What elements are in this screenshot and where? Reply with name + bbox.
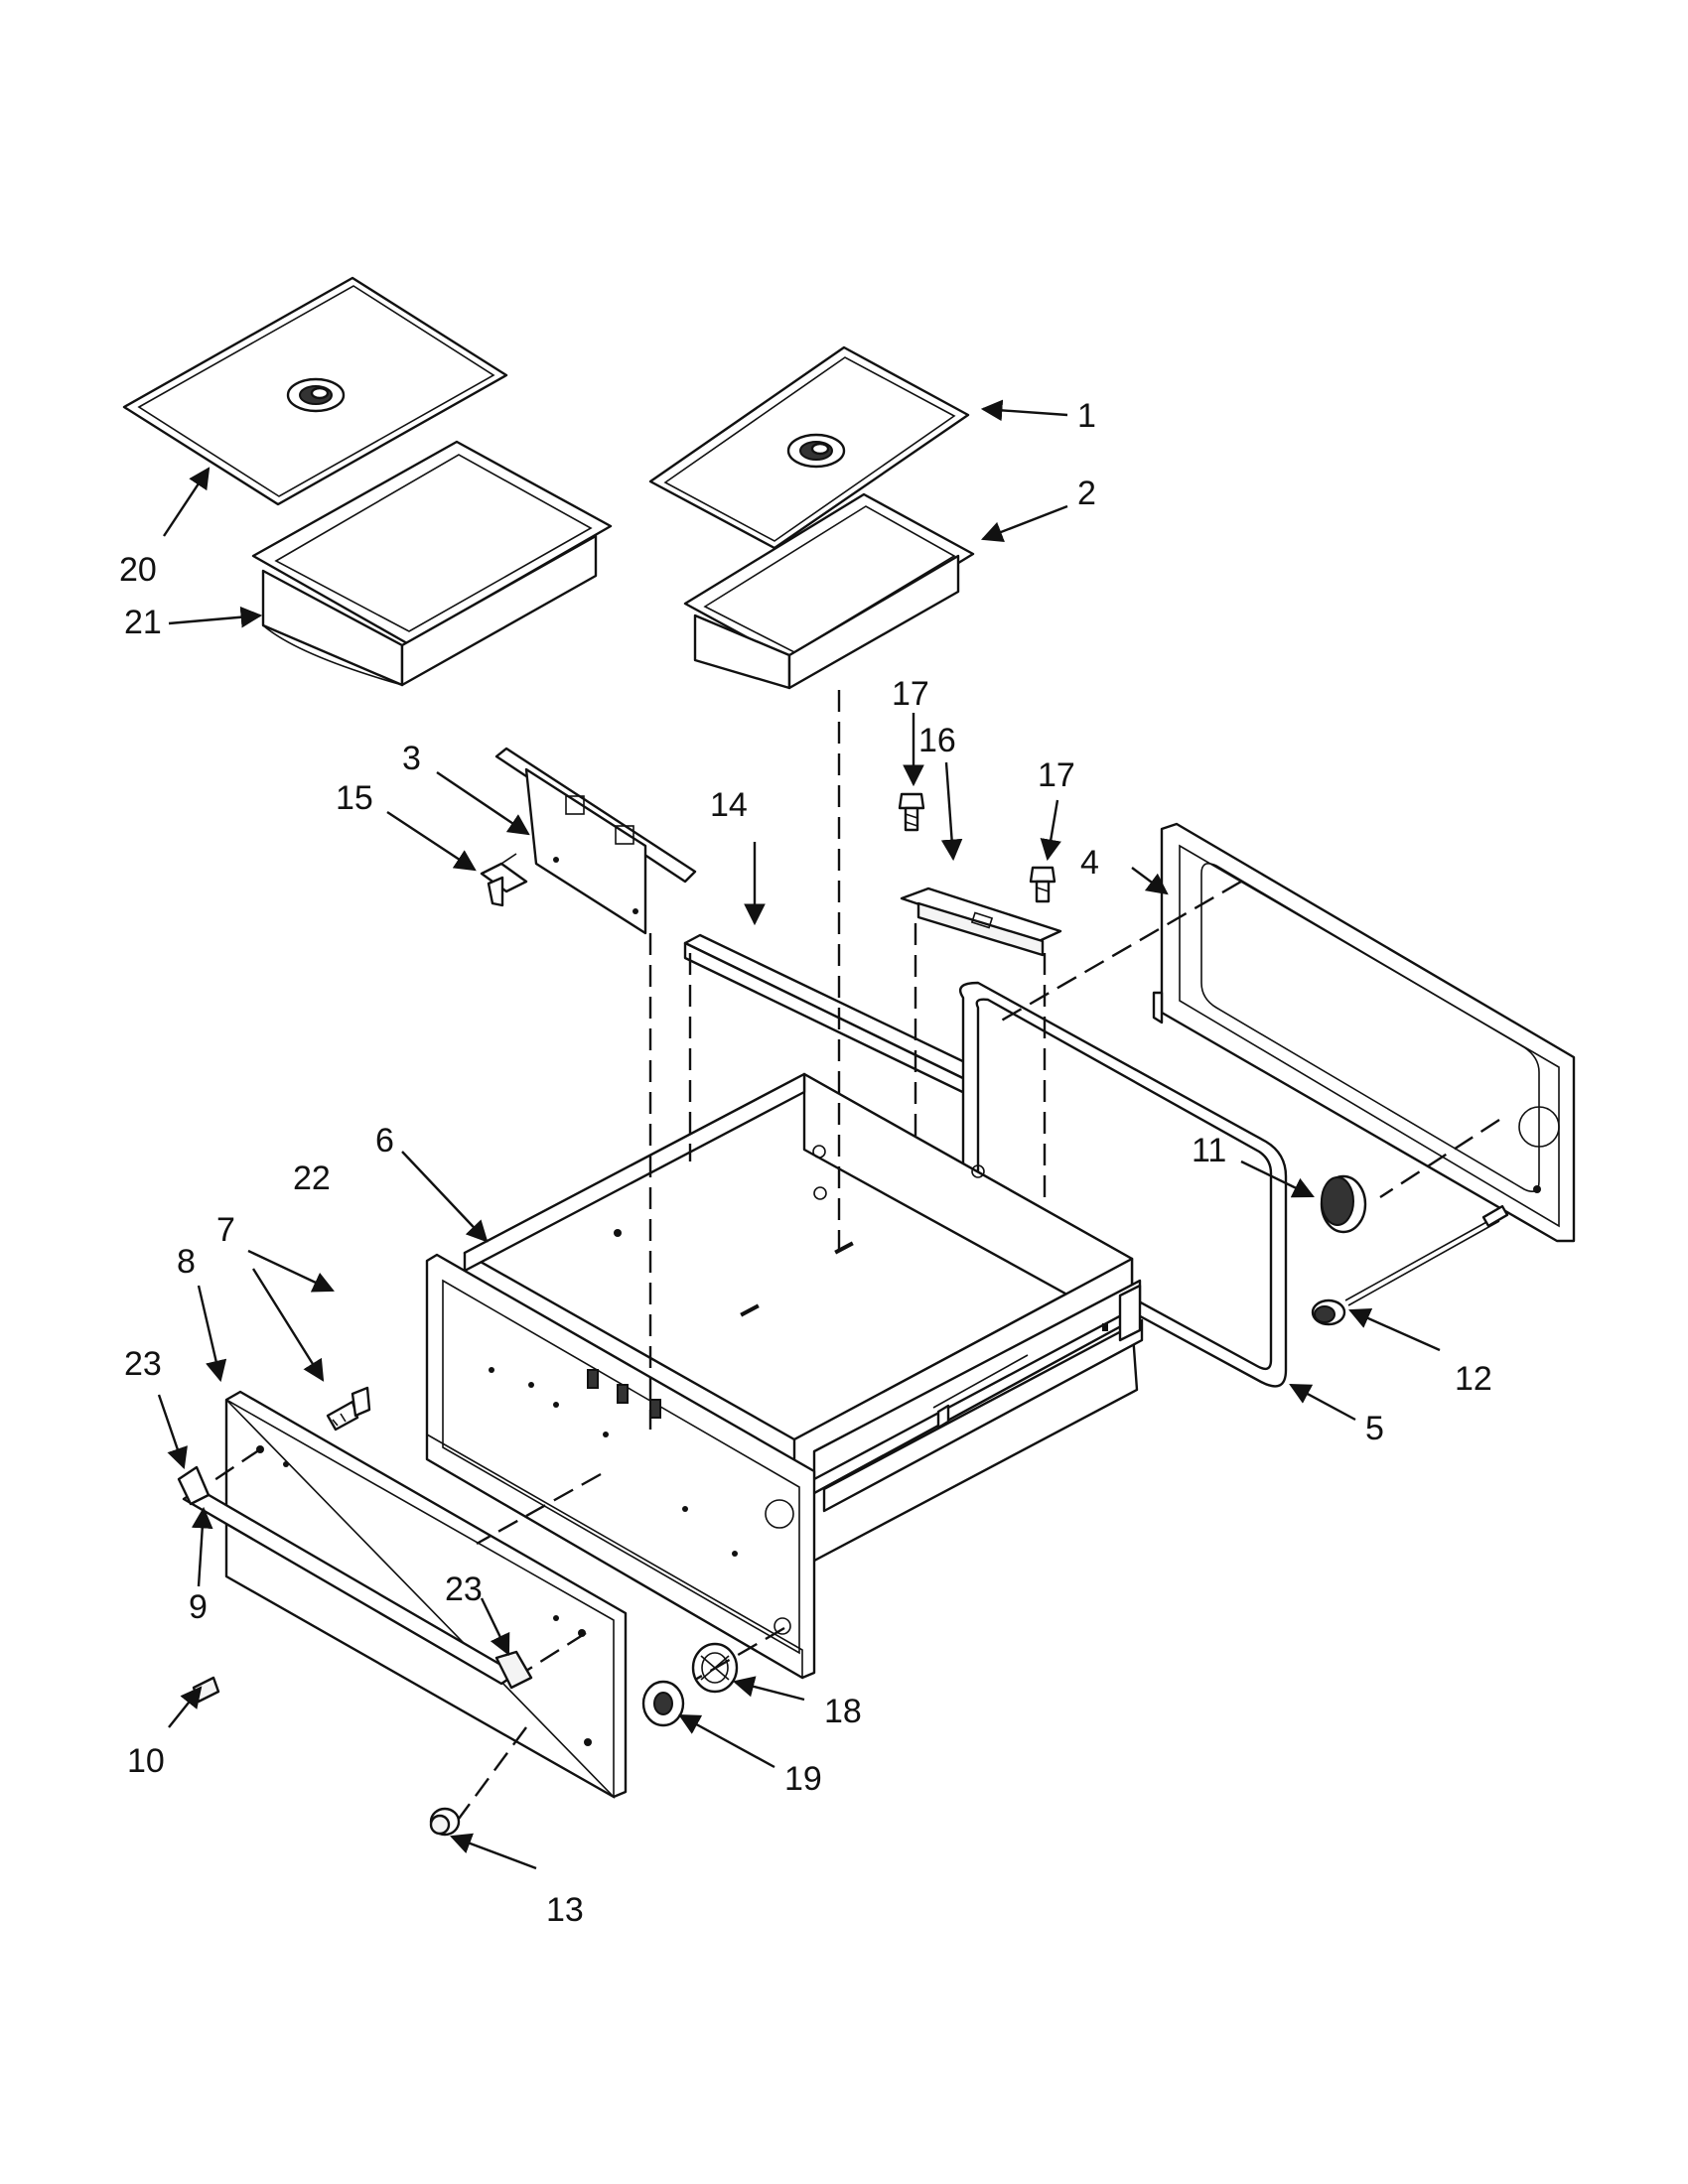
callout-15: 15: [336, 779, 373, 817]
control-knob: [1320, 1174, 1367, 1234]
callout-12: 12: [1455, 1360, 1492, 1398]
drawer-front-frame: [425, 1253, 816, 1680]
door-gasket: [958, 981, 1288, 1388]
rear-panel: [1152, 822, 1576, 1243]
callout-1: 1: [1077, 397, 1096, 435]
temperature-sensor: [1311, 1204, 1509, 1326]
large-pan: [251, 440, 613, 687]
callout-20: 20: [119, 551, 157, 589]
door-screw: [326, 1386, 371, 1432]
callout-17-upper: 17: [892, 675, 929, 713]
callout-23-left: 23: [124, 1345, 162, 1383]
callout-7: 7: [216, 1211, 235, 1249]
clip: [480, 853, 528, 907]
callout-17-lower: 17: [1038, 756, 1075, 794]
bracket: [494, 747, 697, 935]
callout-5: 5: [1365, 1410, 1384, 1447]
callout-18: 18: [824, 1693, 862, 1730]
callout-6: 6: [375, 1122, 394, 1160]
callout-13: 13: [546, 1891, 584, 1929]
door-label: [192, 1676, 220, 1704]
callout-23-right: 23: [445, 1570, 483, 1608]
screw-upper: [898, 792, 925, 832]
screw-lower: [1029, 866, 1056, 903]
callout-11: 11: [1192, 1132, 1226, 1169]
callout-4: 4: [1080, 844, 1099, 882]
door-handle: [177, 1465, 533, 1690]
callout-16: 16: [918, 722, 956, 759]
top-rail: [683, 933, 1025, 1116]
outer-door-panel: [224, 1390, 628, 1799]
callout-21: 21: [124, 604, 162, 641]
vent-bracket: [900, 887, 1062, 957]
knob-washer: [641, 1680, 685, 1727]
door-knob: [429, 1807, 461, 1837]
callout-8: 8: [177, 1243, 196, 1281]
callout-19: 19: [784, 1760, 822, 1798]
callout-labels: 1 2 3 15 14 16 17 17 4 5 6 22 7 8 23 9 2…: [119, 397, 1492, 1929]
callout-9: 9: [189, 1588, 208, 1626]
callout-2: 2: [1077, 475, 1096, 512]
callout-3: 3: [402, 740, 421, 777]
alignment-lines: [208, 690, 1500, 1820]
callout-leaders: [157, 399, 1441, 1870]
small-pan-lid: [648, 345, 970, 550]
callout-14: 14: [710, 786, 748, 824]
small-pan: [683, 492, 975, 690]
callout-10: 10: [127, 1742, 165, 1780]
large-pan-lid: [122, 276, 508, 506]
callout-22: 22: [293, 1160, 331, 1197]
